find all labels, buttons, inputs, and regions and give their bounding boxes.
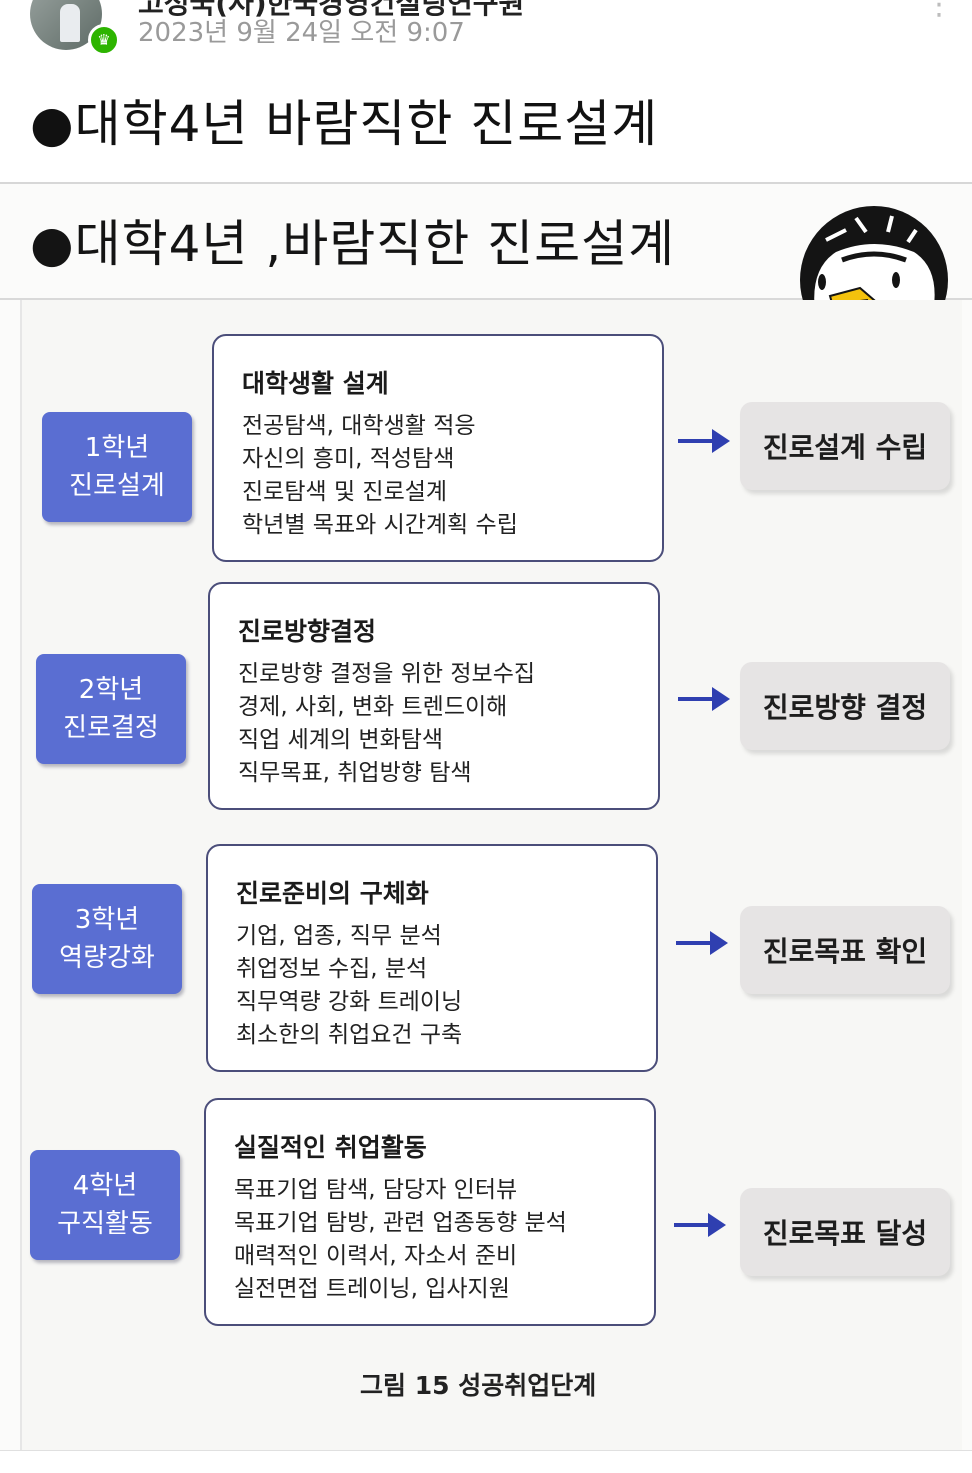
post-date: 2023년 9월 24일 오전 9:07	[138, 18, 465, 48]
detail-line: 학년별 목표와 시간계획 수립	[242, 512, 518, 538]
grade-label: 4학년	[72, 1171, 138, 1201]
detail-line: 자신의 흥미, 적성탐색	[242, 446, 455, 472]
detail-line: 최소한의 취업요건 구축	[236, 1022, 463, 1048]
post-header: ♛ 고성국(사)한국경영컨설팅연구원 2023년 9월 24일 오전 9:07 …	[0, 0, 972, 60]
detail-box: 진로방향결정 진로방향 결정을 위한 정보수집 경제, 사회, 변화 트렌드이해…	[208, 582, 660, 810]
diagram-area: 1학년 진로설계 대학생활 설계 전공탐색, 대학생활 적응 자신의 흥미, 적…	[20, 300, 962, 1450]
grade-label: 2학년	[78, 675, 144, 705]
detail-line: 진로방향 결정을 위한 정보수집	[238, 661, 536, 687]
bottom-edge	[0, 1450, 972, 1473]
grade-box: 2학년 진로결정	[36, 654, 186, 764]
detail-line: 직무목표, 취업방향 탐색	[238, 760, 472, 786]
post-image[interactable]: ●대학4년 ,바람직한 진로설계 1학년 진로설계 대학생활 설계 전공탐색, …	[0, 182, 972, 1452]
detail-line: 경제, 사회, 변화 트렌드이해	[238, 694, 508, 720]
grade-box: 3학년 역량강화	[32, 884, 182, 994]
grade-box: 4학년 구직활동	[30, 1150, 180, 1260]
grade-role: 진로결정	[63, 713, 159, 743]
figure-heading: ●대학4년 ,바람직한 진로설계	[30, 215, 676, 273]
detail-line: 전공탐색, 대학생활 적응	[242, 413, 476, 439]
author-name[interactable]: 고성국(사)한국경영컨설팅연구원	[138, 0, 525, 20]
detail-line: 매력적인 이력서, 자소서 준비	[234, 1243, 518, 1269]
arrow-right-icon	[678, 429, 730, 453]
result-box: 진로목표 달성	[740, 1188, 950, 1276]
detail-box: 진로준비의 구체화 기업, 업종, 직무 분석 취업정보 수집, 분석 직무역량…	[206, 844, 658, 1072]
arrow-right-icon	[674, 1213, 726, 1237]
arrow-right-icon	[676, 931, 728, 955]
result-box: 진로방향 결정	[740, 662, 950, 750]
avatar[interactable]	[30, 0, 102, 50]
result-box: 진로설계 수립	[740, 402, 950, 490]
detail-title: 진로방향결정	[238, 617, 377, 646]
detail-title: 실질적인 취업활동	[234, 1133, 427, 1162]
grade-label: 3학년	[74, 905, 140, 935]
detail-box: 대학생활 설계 전공탐색, 대학생활 적응 자신의 흥미, 적성탐색 진로탐색 …	[212, 334, 664, 562]
detail-line: 진로탐색 및 진로설계	[242, 479, 448, 505]
grade-role: 구직활동	[57, 1209, 153, 1239]
grade-role: 진로설계	[69, 471, 165, 501]
detail-line: 실전면접 트레이닝, 입사지원	[234, 1276, 510, 1302]
grade-box: 1학년 진로설계	[42, 412, 192, 522]
detail-line: 기업, 업종, 직무 분석	[236, 923, 442, 949]
detail-line: 목표기업 탐방, 관련 업종동향 분석	[234, 1210, 567, 1236]
detail-line: 직업 세계의 변화탐색	[238, 727, 444, 753]
figure-caption: 그림 15 성공취업단계	[360, 1371, 597, 1400]
detail-title: 진로준비의 구체화	[236, 879, 429, 908]
more-vertical-icon[interactable]: ⋮	[924, 0, 954, 22]
grade-role: 역량강화	[59, 943, 155, 973]
result-box: 진로목표 확인	[740, 906, 950, 994]
figure-divider	[0, 298, 972, 300]
detail-box: 실질적인 취업활동 목표기업 탐색, 담당자 인터뷰 목표기업 탐방, 관련 업…	[204, 1098, 656, 1326]
post-title: ●대학4년 바람직한 진로설계	[30, 95, 659, 153]
crown-icon: ♛	[88, 24, 120, 56]
detail-line: 목표기업 탐색, 담당자 인터뷰	[234, 1177, 518, 1203]
arrow-right-icon	[678, 687, 730, 711]
detail-line: 취업정보 수집, 분석	[236, 956, 428, 982]
detail-title: 대학생활 설계	[242, 369, 389, 398]
detail-line: 직무역량 강화 트레이닝	[236, 989, 463, 1015]
grade-label: 1학년	[84, 433, 150, 463]
